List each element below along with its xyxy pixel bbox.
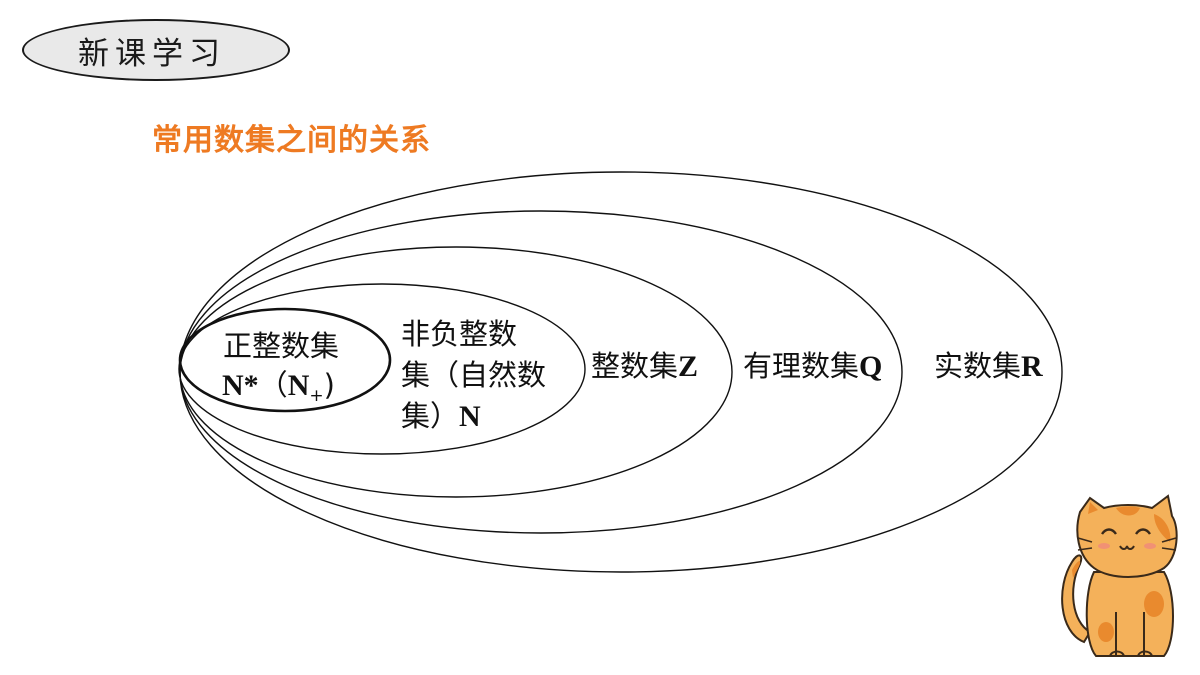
label-positive-integer-symbols: N*（N+) — [222, 368, 335, 406]
section-badge: 新课学习 — [22, 19, 290, 81]
label-integer: 整数集Z — [591, 346, 698, 387]
set-integer-ellipse — [179, 246, 733, 498]
symbol-r: R — [1021, 350, 1043, 383]
label-real-name: 实数集 — [934, 349, 1022, 383]
section-badge-label: 新课学习 — [78, 35, 226, 72]
slide-subtitle: 常用数集之间的关系 — [152, 123, 431, 158]
symbol-n-star: N* — [222, 369, 259, 402]
label-positive-integer-name: 正整数集 — [223, 329, 340, 363]
symbol-n-plus-sub: + — [309, 386, 324, 406]
label-integer-name: 整数集 — [591, 349, 679, 383]
cat-mascot-icon — [1061, 494, 1178, 657]
label-natural-line2: 集（自然数 — [401, 358, 547, 392]
label-positive-integer: 正整数集 — [223, 326, 339, 366]
label-rational-name: 有理数集 — [743, 349, 860, 383]
label-rational: 有理数集Q — [743, 346, 882, 387]
label-real: 实数集R — [934, 346, 1043, 387]
label-natural-line3: 集） — [401, 399, 460, 433]
set-natural-ellipse — [178, 283, 586, 455]
symbol-q: Q — [859, 350, 883, 383]
label-natural-line1: 非负整数 — [401, 317, 518, 351]
symbol-n: N — [459, 400, 481, 433]
symbol-z: Z — [678, 350, 699, 383]
symbol-n-plus-main: N — [287, 369, 310, 402]
label-natural: 非负整数 集（自然数 集）N — [401, 314, 546, 437]
set-positive-integer-ellipse — [178, 307, 392, 413]
